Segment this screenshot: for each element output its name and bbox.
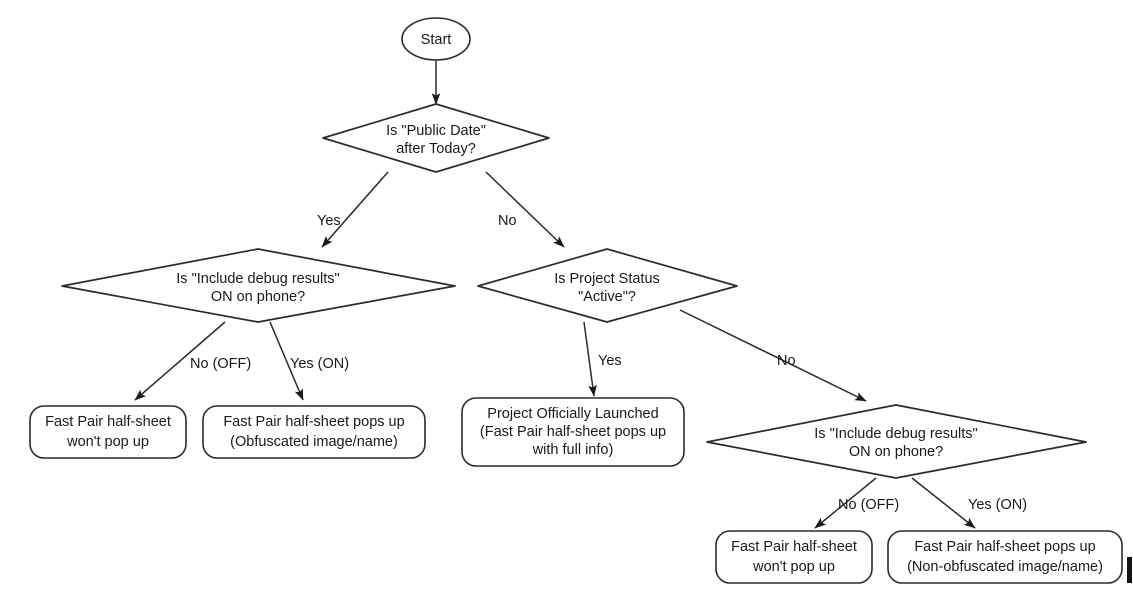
edge-project-status-no: No [679,309,867,402]
edge-label-public-date-no: No [498,213,517,229]
node-result-launched[interactable]: Project Officially Launched (Fast Pair h… [461,397,685,467]
edge-label-project-status-yes: Yes [598,353,622,369]
edge-project-status-yes: Yes [583,321,622,397]
node-result-launched-line3: with full info) [532,442,614,458]
edge-debug-left-yes: Yes (ON) [269,321,349,401]
node-decision-project-status-line1: Is Project Status [554,271,660,287]
edge-label-debug-left-no: No (OFF) [190,356,251,372]
node-decision-project-status[interactable]: Is Project Status "Active"? [477,248,738,323]
node-result-right-off[interactable]: Fast Pair half-sheet won't pop up [715,530,873,584]
node-decision-project-status-line2: "Active"? [578,289,636,305]
edge-label-debug-left-yes: Yes (ON) [290,356,349,372]
node-result-left-off-line1: Fast Pair half-sheet [45,414,171,430]
node-result-left-on[interactable]: Fast Pair half-sheet pops up (Obfuscated… [202,405,426,459]
node-result-right-off-line2: won't pop up [752,559,835,575]
node-result-launched-line2: (Fast Pair half-sheet pops up [480,424,666,440]
edge-public-date-no: No [485,171,565,248]
node-decision-public-date[interactable]: Is "Public Date" after Today? [322,103,550,173]
node-decision-debug-right-line1: Is "Include debug results" [814,426,977,442]
edge-debug-right-no: No (OFF) [814,477,899,529]
node-result-left-off[interactable]: Fast Pair half-sheet won't pop up [29,405,187,459]
node-result-left-on-line1: Fast Pair half-sheet pops up [223,414,404,430]
node-decision-debug-left[interactable]: Is "Include debug results" ON on phone? [61,248,456,323]
node-start-label: Start [421,32,452,48]
node-start[interactable]: Start [401,17,471,61]
edge-public-date-yes: Yes [317,171,389,248]
node-decision-public-date-line2: after Today? [396,141,476,157]
node-decision-debug-left-line1: Is "Include debug results" [176,271,339,287]
edge-label-project-status-no: No [777,353,796,369]
edge-label-debug-right-no: No (OFF) [838,497,899,513]
node-result-right-on[interactable]: Fast Pair half-sheet pops up (Non-obfusc… [887,530,1123,584]
edge-label-public-date-yes: Yes [317,213,341,229]
node-result-right-on-line2: (Non-obfuscated image/name) [907,559,1103,575]
node-result-left-on-line2: (Obfuscated image/name) [230,434,398,450]
node-decision-debug-right[interactable]: Is "Include debug results" ON on phone? [706,404,1087,479]
edge-label-debug-right-yes: Yes (ON) [968,497,1027,513]
node-result-right-off-line1: Fast Pair half-sheet [731,539,857,555]
node-result-launched-line1: Project Officially Launched [487,406,658,422]
edge-debug-right-yes: Yes (ON) [911,477,1027,529]
node-decision-debug-left-line2: ON on phone? [211,289,305,305]
node-decision-public-date-line1: Is "Public Date" [386,123,486,139]
node-decision-debug-right-line2: ON on phone? [849,444,943,460]
edge-artifact-mark [1127,557,1132,583]
node-result-right-on-line1: Fast Pair half-sheet pops up [914,539,1095,555]
edge-debug-left-no: No (OFF) [134,321,251,401]
node-result-left-off-line2: won't pop up [66,434,149,450]
